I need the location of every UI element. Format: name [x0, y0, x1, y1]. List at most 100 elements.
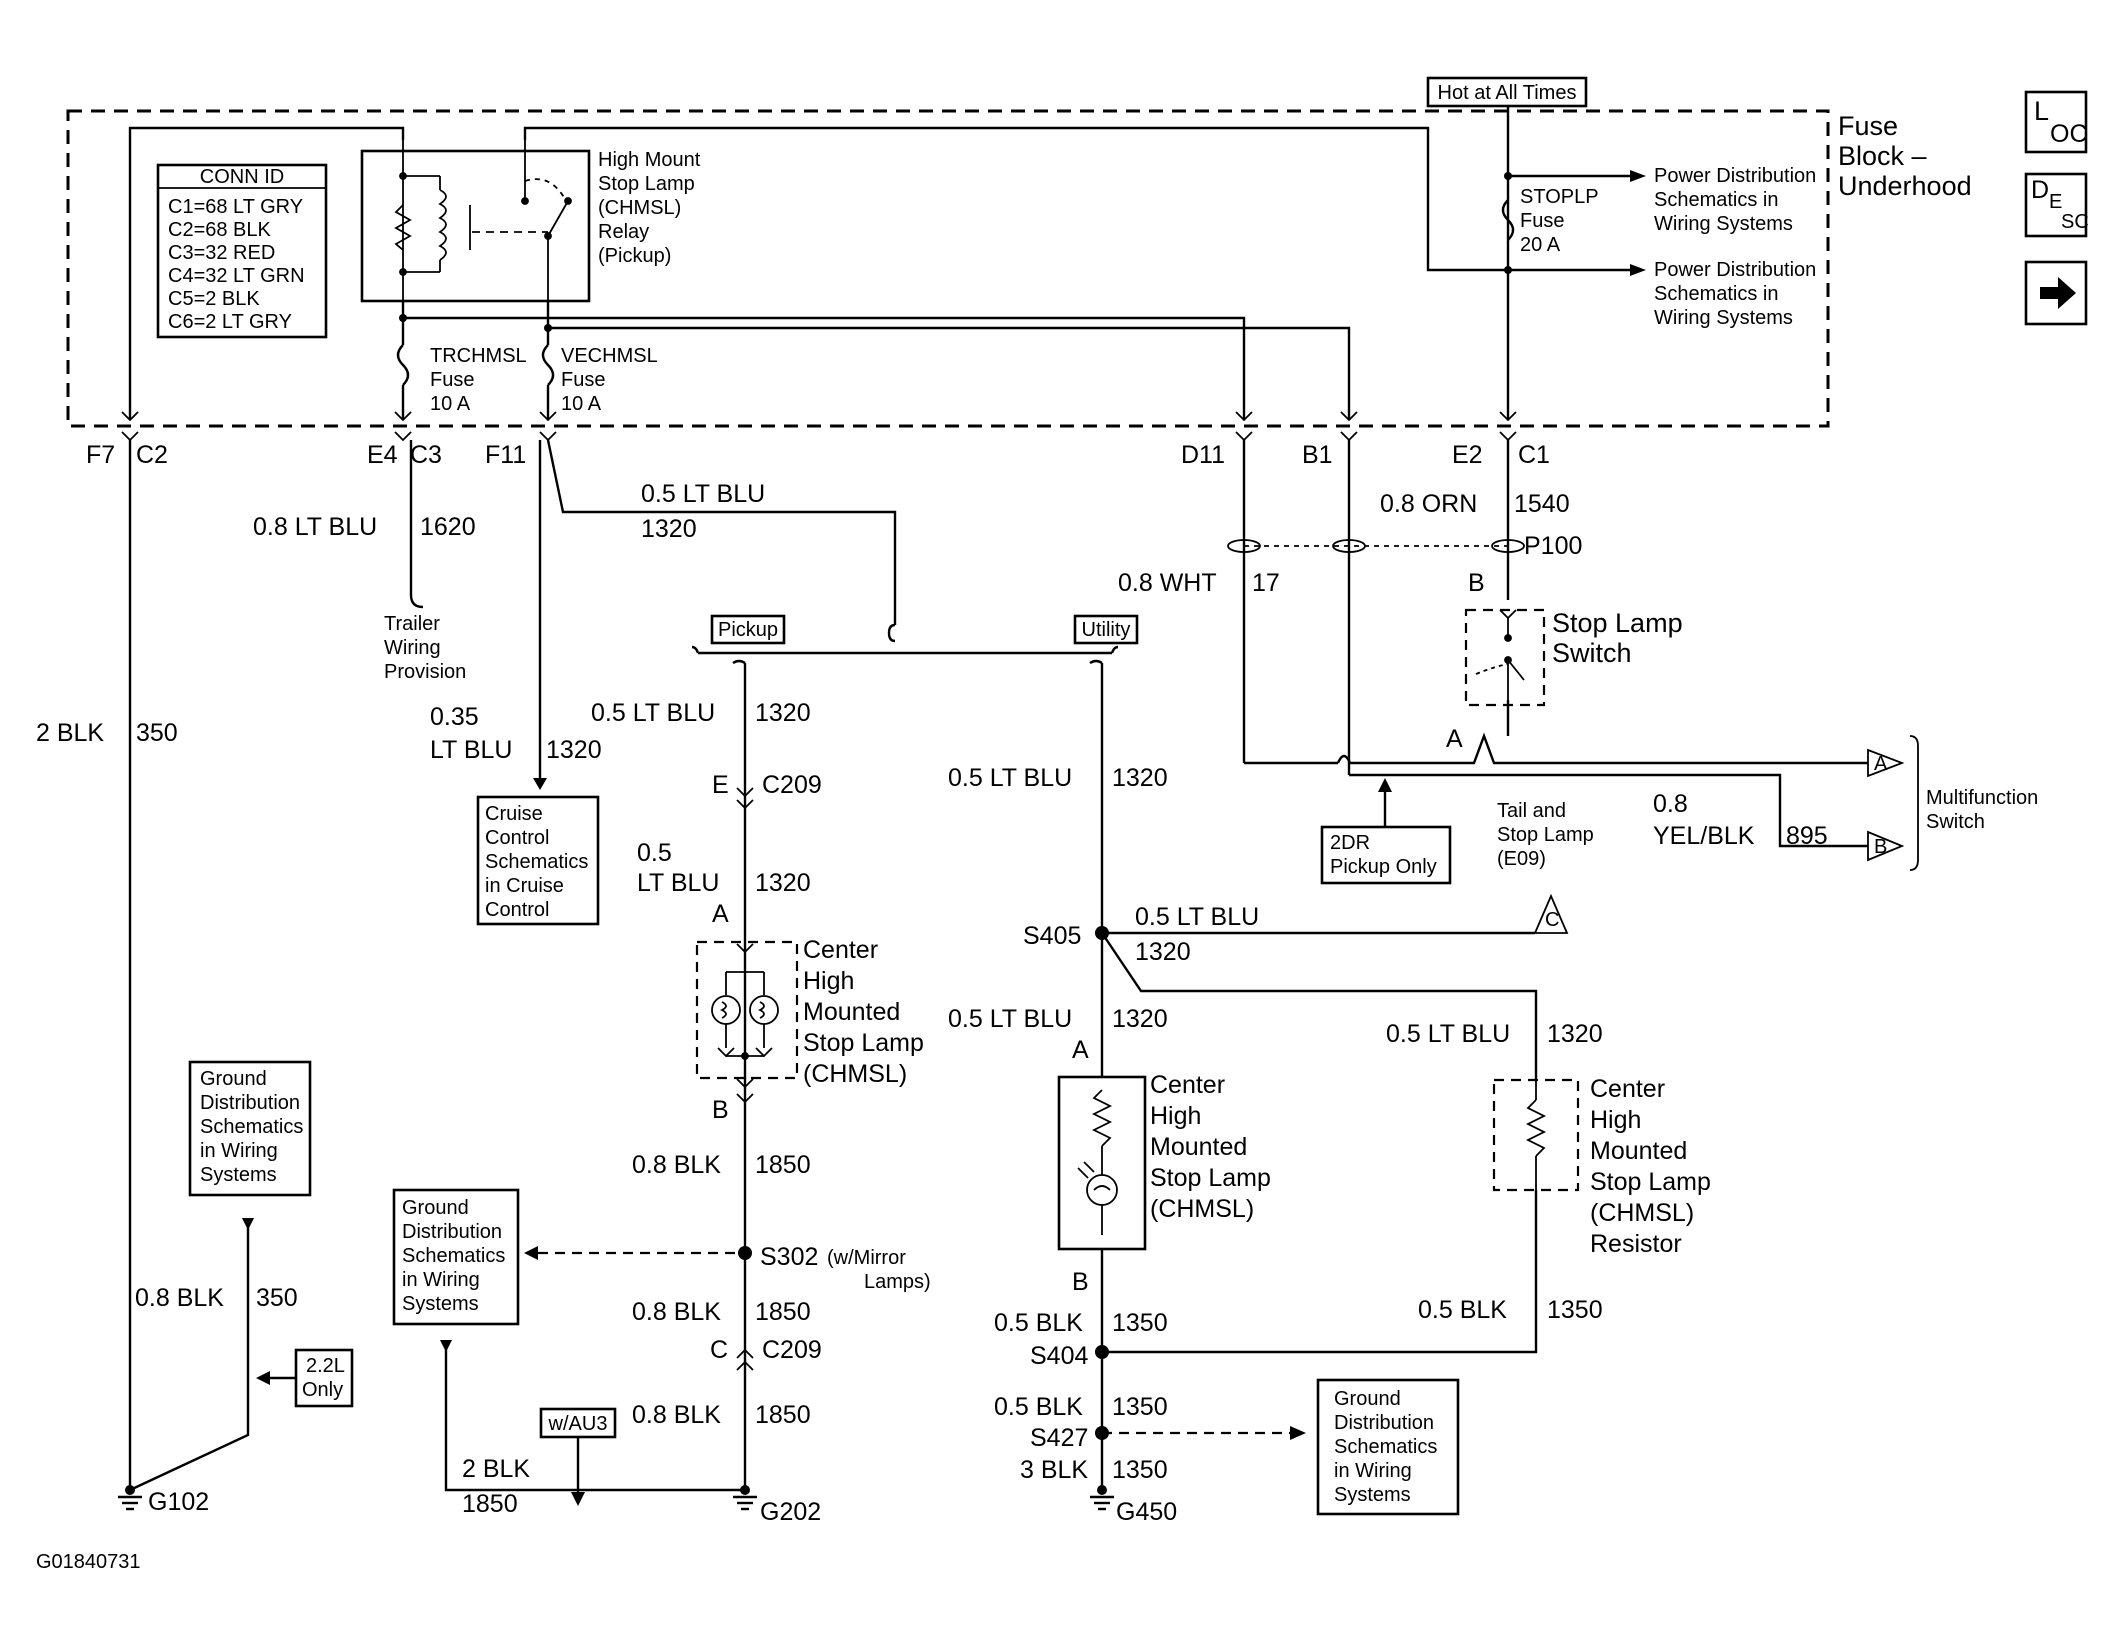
terminal-label: E4 — [367, 441, 398, 469]
terminal-b: B — [712, 1096, 729, 1124]
wire-color: 0.5 LT BLU — [948, 1005, 1072, 1033]
ground-dist-label: in Wiring — [402, 1269, 480, 1291]
fuse-block-label-2: Block – — [1838, 141, 1927, 171]
wire-color: 2 BLK — [36, 719, 104, 747]
cruise-label: Cruise — [485, 803, 543, 825]
wire-color: 0.8 BLK — [135, 1284, 224, 1312]
two-door-label: 2DR — [1330, 832, 1370, 854]
circuit-number: 1850 — [755, 1151, 811, 1179]
circuit-number: 1320 — [755, 699, 811, 727]
wire-color: 0.5 BLK — [1418, 1296, 1507, 1324]
s302-note: Lamps) — [864, 1271, 931, 1293]
ground-dist-label: Schematics — [1334, 1436, 1437, 1458]
resistor-label: (CHMSL) — [1590, 1199, 1694, 1227]
wire-color: 0.8 BLK — [632, 1401, 721, 1429]
desc-button[interactable]: D E SC — [2024, 172, 2089, 238]
circuit-number: 1350 — [1112, 1456, 1168, 1484]
only-label: Only — [302, 1379, 343, 1401]
trchmsl-fuse-label: Fuse — [430, 369, 474, 391]
utility-lamp-label: High — [1150, 1102, 1201, 1130]
pickup-lamp-label: High — [803, 967, 854, 995]
ground-distribution-box-right[interactable] — [1316, 1378, 1460, 1516]
circuit-number: 350 — [256, 1284, 298, 1312]
loc-button[interactable]: L OC — [2024, 90, 2088, 154]
switch-terminal-a: A — [1446, 725, 1463, 753]
fuse-block-label-3: Underhood — [1838, 171, 1972, 201]
diagram-id: G01840731 — [36, 1551, 141, 1573]
au3-tag — [539, 1407, 617, 1439]
circuit-number: 1320 — [641, 515, 697, 543]
relay-label: (Pickup) — [598, 245, 671, 267]
resistor-label: High — [1590, 1106, 1641, 1134]
chmsl-relay — [360, 149, 591, 303]
fuse-block-wiring — [128, 106, 1630, 420]
desc-button-letter: D — [2031, 176, 2049, 204]
conn-id-row: C5=2 BLK — [168, 288, 260, 310]
ground-distribution-box-mid[interactable] — [392, 1188, 520, 1326]
pickup-tag-label: Pickup — [718, 619, 778, 641]
ground-dist-label: Distribution — [200, 1092, 300, 1114]
utility-lamp-label: Center — [1150, 1071, 1225, 1099]
ground-symbols — [118, 1495, 1114, 1511]
pickup-lamp-label: Mounted — [803, 998, 900, 1026]
circuit-number: 1850 — [755, 1401, 811, 1429]
power-dist-label: Power Distribution — [1654, 165, 1816, 187]
ground-dist-label: Distribution — [1334, 1412, 1434, 1434]
terminal-label: D11 — [1181, 441, 1225, 469]
only-2-2l-box — [294, 1348, 354, 1408]
circuit-number: 350 — [136, 719, 178, 747]
circuit-number: 1350 — [1547, 1296, 1603, 1324]
pickup-tag — [710, 614, 786, 645]
wire-color: 3 BLK — [1020, 1456, 1088, 1484]
loc-button-sub: OC — [2050, 120, 2088, 148]
ground-g202: G202 — [760, 1498, 821, 1526]
ground-distribution-box-left[interactable] — [188, 1060, 312, 1197]
conn-id-row: C4=32 LT GRN — [168, 265, 305, 287]
next-arrow-button[interactable] — [2024, 260, 2088, 326]
utility-lamp-label: Stop Lamp — [1150, 1164, 1271, 1192]
ground-dist-label: Ground — [1334, 1388, 1401, 1410]
relay-label: Stop Lamp — [598, 173, 695, 195]
terminal-label: F7 — [86, 441, 115, 469]
circuit-number: 1320 — [1547, 1020, 1603, 1048]
cruise-control-box[interactable] — [476, 795, 600, 926]
tail-stop-label: (E09) — [1497, 848, 1546, 870]
wire-color: 0.5 BLK — [994, 1393, 1083, 1421]
two-door-label: Pickup Only — [1330, 856, 1437, 878]
relay-label: (CHMSL) — [598, 197, 681, 219]
circuit-number: 1350 — [1112, 1393, 1168, 1421]
ground-dist-label: in Wiring — [1334, 1460, 1412, 1482]
conn-id-title: CONN ID — [200, 166, 284, 188]
hot-at-all-times-label: Hot at All Times — [1438, 82, 1577, 104]
terminal-b-switch: B — [1468, 569, 1485, 597]
ground-dist-label: in Wiring — [200, 1140, 278, 1162]
stop-lamp-switch — [1464, 608, 1546, 707]
tail-stop-label: Stop Lamp — [1497, 824, 1594, 846]
ground-dist-label: Systems — [200, 1164, 277, 1186]
stoplp-fuse-label: STOPLP — [1520, 186, 1599, 208]
utility-lamp-label: Mounted — [1150, 1133, 1247, 1161]
wire-color: 0.8 LT BLU — [253, 513, 377, 541]
terminal-label: C2 — [136, 441, 168, 469]
ground-dist-label: Distribution — [402, 1221, 502, 1243]
power-dist-label: Wiring Systems — [1654, 307, 1793, 329]
circuit-number: 1850 — [462, 1490, 518, 1518]
conn-id-row: C1=68 LT GRY — [168, 196, 303, 218]
terminal-label: C3 — [410, 441, 442, 469]
tail-stop-label: Tail and — [1497, 800, 1566, 822]
cruise-label: Control — [485, 899, 549, 921]
cruise-label: in Cruise — [485, 875, 564, 897]
cruise-label: Schematics — [485, 851, 588, 873]
stop-switch-label: Switch — [1552, 638, 1632, 668]
wire-color: LT BLU — [430, 736, 512, 764]
wire-color: 0.5 LT BLU — [641, 480, 765, 508]
pickup-lamp-label: Center — [803, 936, 878, 964]
splice-s302: S302 — [760, 1243, 818, 1271]
conn-id-row: C6=2 LT GRY — [168, 311, 292, 333]
wire-color: 0.8 ORN — [1380, 490, 1477, 518]
fuse-block-label-1: Fuse — [1838, 111, 1898, 141]
arrow-head — [256, 1371, 270, 1385]
stoplp-fuse-label: Fuse — [1520, 210, 1564, 232]
arrow-head — [524, 1246, 538, 1260]
wire-size: 0.35 — [430, 703, 479, 731]
